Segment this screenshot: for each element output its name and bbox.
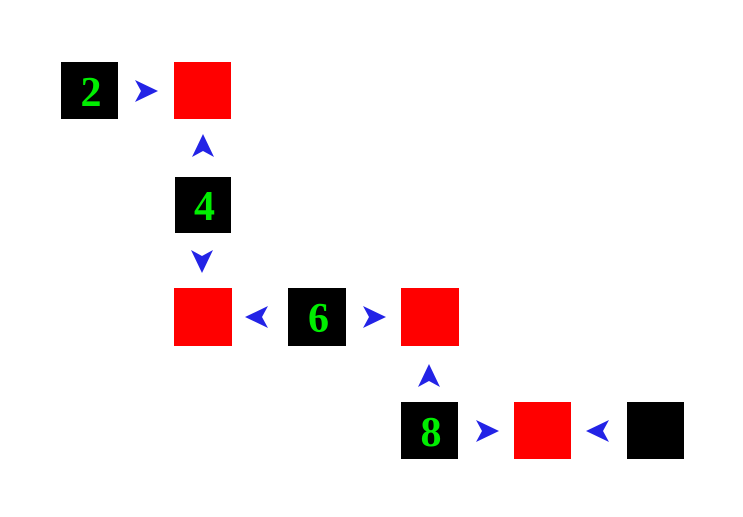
arrow-down-icon [191, 250, 213, 273]
node-2-value: 2 [80, 69, 102, 116]
arrow-right-icon [476, 420, 499, 442]
empty-node-value [654, 429, 657, 433]
node-4-value: 4 [194, 184, 215, 230]
red-box-1-box [174, 62, 231, 119]
red-box-3-value [429, 315, 432, 319]
arrow-up-icon [418, 364, 440, 387]
node-8-box: 8 [401, 402, 458, 459]
red-box-1-value [201, 89, 204, 93]
red-box-4-box [514, 402, 571, 459]
red-box-2-box [174, 288, 232, 346]
arrow-left-icon [245, 306, 268, 328]
node-2-box: 2 [61, 62, 118, 119]
node-6-value: 6 [308, 296, 329, 342]
red-box-2-value [202, 315, 205, 319]
arrow-right-icon [135, 80, 158, 102]
empty-node-box [627, 402, 684, 459]
arrow-up-icon [192, 134, 214, 157]
node-4-box: 4 [175, 177, 231, 233]
node-6-box: 6 [288, 288, 346, 346]
arrow-left-icon [586, 420, 609, 442]
node-8-value: 8 [420, 409, 442, 456]
red-box-3-box [401, 288, 459, 346]
arrow-right-icon [363, 306, 386, 328]
red-box-4-value [541, 429, 544, 433]
